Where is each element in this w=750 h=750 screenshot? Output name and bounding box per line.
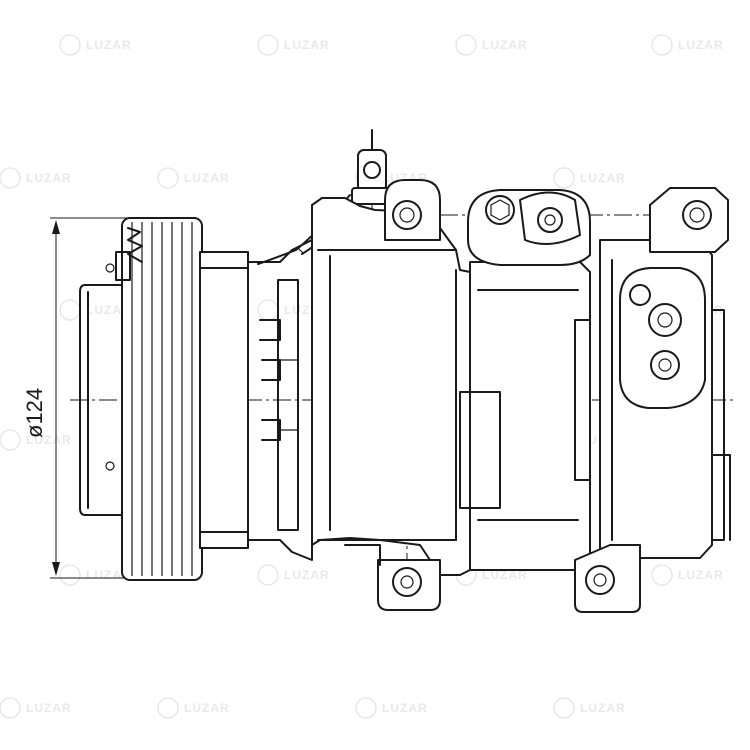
svg-text:LUZAR: LUZAR (678, 38, 724, 52)
luzar-watermark-logo: LUZAR (553, 167, 626, 189)
svg-text:LUZAR: LUZAR (284, 38, 330, 52)
diameter-dimension: ø124 (22, 217, 128, 579)
rear-ports (619, 267, 706, 409)
svg-text:LUZAR: LUZAR (86, 38, 132, 52)
electrical-connector (351, 129, 393, 205)
luzar-watermark-logo: LUZAR (553, 697, 626, 719)
luzar-watermark-logo: LUZAR (157, 697, 230, 719)
luzar-watermark-logo: LUZAR (59, 34, 132, 56)
bottom-mount-ear-right (574, 544, 641, 613)
luzar-watermark-logo: LUZAR (0, 429, 72, 451)
top-mount-ear-right (649, 187, 729, 253)
luzar-watermark-logo: LUZAR (257, 34, 330, 56)
pulley (115, 217, 249, 581)
svg-text:LUZAR: LUZAR (86, 303, 132, 317)
svg-text:LUZAR: LUZAR (678, 568, 724, 582)
svg-text:LUZAR: LUZAR (382, 701, 428, 715)
svg-text:LUZAR: LUZAR (184, 171, 230, 185)
luzar-watermark-logo: LUZAR (59, 564, 131, 586)
luzar-watermark-logo: LUZAR (455, 34, 528, 56)
luzar-watermark-logo: LUZAR (651, 34, 724, 56)
svg-text:LUZAR: LUZAR (482, 38, 528, 52)
luzar-watermark-logo: LUZAR (355, 697, 428, 719)
watermark-layer: LUZAR LUZAR LUZAR LUZAR LUZAR LUZAR LUZAR LUZAR… (0, 34, 724, 719)
clutch-hub (79, 263, 126, 516)
top-port-center (467, 189, 591, 266)
bottom-mount-ear-left (344, 544, 441, 611)
luzar-watermark-logo: LUZAR (257, 564, 330, 586)
compressor-body (311, 197, 471, 576)
svg-text:LUZAR: LUZAR (580, 701, 626, 715)
svg-text:LUZAR: LUZAR (26, 433, 72, 447)
luzar-watermark-logo: LUZAR (0, 167, 72, 189)
diameter-label: ø124 (22, 388, 47, 438)
luzar-watermark-logo: LUZAR (157, 167, 230, 189)
svg-text:LUZAR: LUZAR (26, 171, 72, 185)
svg-text:LUZAR: LUZAR (26, 701, 72, 715)
middle-housing (459, 261, 591, 571)
luzar-watermark-logo: LUZAR (0, 697, 72, 719)
luzar-watermark-logo: LUZAR (59, 299, 132, 321)
svg-text:LUZAR: LUZAR (184, 701, 230, 715)
luzar-watermark-logo: LUZAR (651, 564, 724, 586)
svg-text:LUZAR: LUZAR (482, 568, 528, 582)
svg-text:LUZAR: LUZAR (284, 568, 330, 582)
top-mount-ear-left (384, 179, 441, 241)
svg-text:LUZAR: LUZAR (580, 171, 626, 185)
